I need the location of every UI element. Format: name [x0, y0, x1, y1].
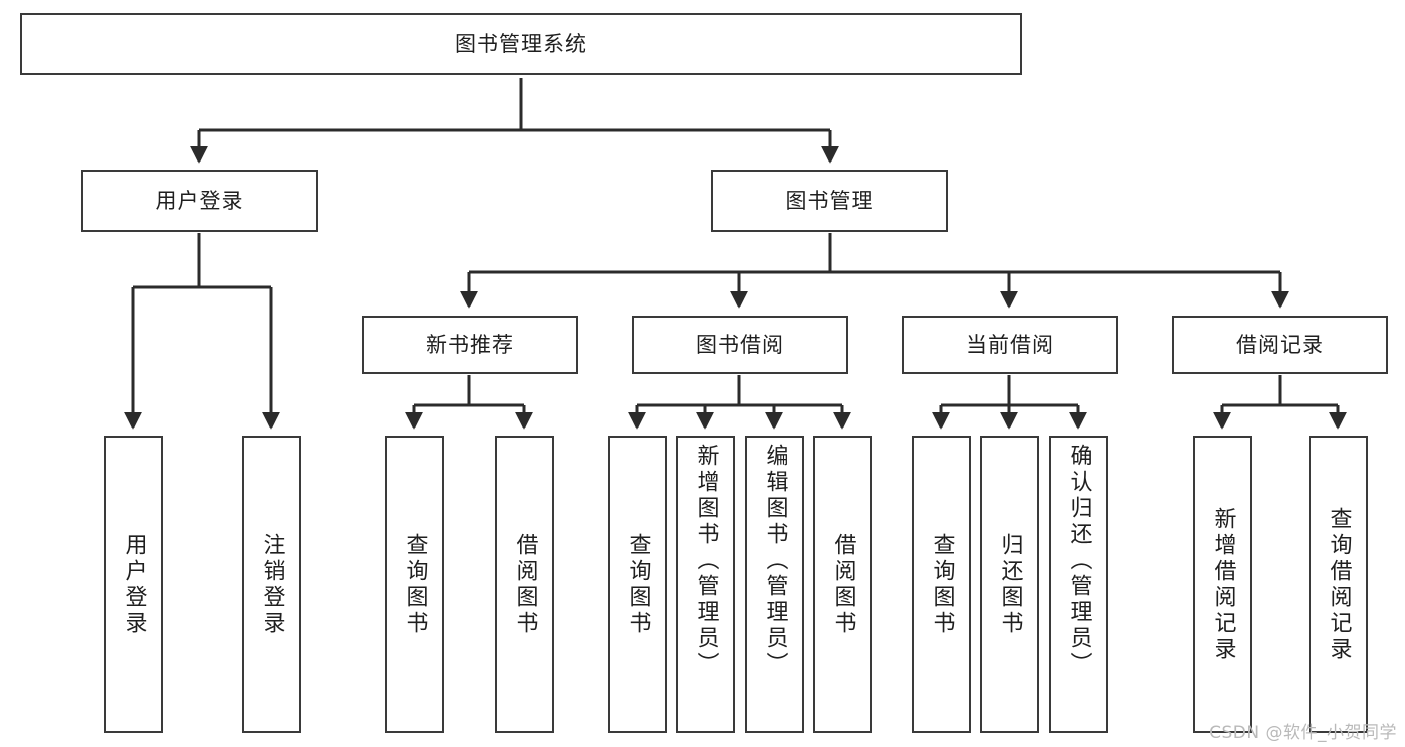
node-leaf-borrow-book-1-label: 借阅图书: [512, 532, 538, 637]
node-current-borrow-label: 当前借阅: [966, 332, 1054, 357]
node-leaf-query-book-2[interactable]: 查询图书: [608, 436, 667, 733]
node-leaf-confirm-return[interactable]: 确认归还（管理员）: [1049, 436, 1108, 733]
node-leaf-edit-book[interactable]: 编辑图书（管理员）: [745, 436, 804, 733]
node-leaf-logout-label: 注销登录: [259, 532, 285, 637]
node-leaf-query-record-label: 查询借阅记录: [1326, 506, 1352, 663]
node-leaf-add-book[interactable]: 新增图书（管理员）: [676, 436, 735, 733]
node-leaf-add-book-label: 新增图书（管理员）: [693, 444, 719, 678]
node-leaf-add-record[interactable]: 新增借阅记录: [1193, 436, 1252, 733]
node-borrow-record-label: 借阅记录: [1236, 332, 1324, 357]
node-book-management-label: 图书管理: [785, 188, 874, 213]
node-book-borrow[interactable]: 图书借阅: [632, 316, 848, 374]
node-leaf-query-record[interactable]: 查询借阅记录: [1309, 436, 1368, 733]
node-leaf-add-record-label: 新增借阅记录: [1210, 506, 1236, 663]
node-user-login-label: 用户登录: [155, 188, 244, 213]
node-new-book-recommend[interactable]: 新书推荐: [362, 316, 578, 374]
node-book-management[interactable]: 图书管理: [711, 170, 948, 232]
node-leaf-user-login-label: 用户登录: [121, 532, 147, 637]
node-leaf-logout[interactable]: 注销登录: [242, 436, 301, 733]
node-root-book-management-system[interactable]: 图书管理系统: [20, 13, 1022, 75]
node-leaf-query-book-1[interactable]: 查询图书: [385, 436, 444, 733]
node-leaf-confirm-return-label: 确认归还（管理员）: [1066, 444, 1092, 678]
node-root-label: 图书管理系统: [455, 31, 587, 56]
node-leaf-query-book-1-label: 查询图书: [402, 532, 428, 637]
node-leaf-query-book-2-label: 查询图书: [625, 532, 651, 637]
node-leaf-edit-book-label: 编辑图书（管理员）: [762, 444, 788, 678]
node-leaf-borrow-book-1[interactable]: 借阅图书: [495, 436, 554, 733]
csdn-watermark: CSDN @软件_小贺同学: [1209, 723, 1397, 743]
node-book-borrow-label: 图书借阅: [696, 332, 784, 357]
node-leaf-user-login[interactable]: 用户登录: [104, 436, 163, 733]
node-leaf-return-book-label: 归还图书: [997, 532, 1023, 637]
node-new-book-recommend-label: 新书推荐: [426, 332, 514, 357]
node-leaf-borrow-book-2[interactable]: 借阅图书: [813, 436, 872, 733]
node-current-borrow[interactable]: 当前借阅: [902, 316, 1118, 374]
node-leaf-query-book-3[interactable]: 查询图书: [912, 436, 971, 733]
node-user-login[interactable]: 用户登录: [81, 170, 318, 232]
node-leaf-borrow-book-2-label: 借阅图书: [830, 532, 856, 637]
node-leaf-query-book-3-label: 查询图书: [929, 532, 955, 637]
node-leaf-return-book[interactable]: 归还图书: [980, 436, 1039, 733]
node-borrow-record[interactable]: 借阅记录: [1172, 316, 1388, 374]
